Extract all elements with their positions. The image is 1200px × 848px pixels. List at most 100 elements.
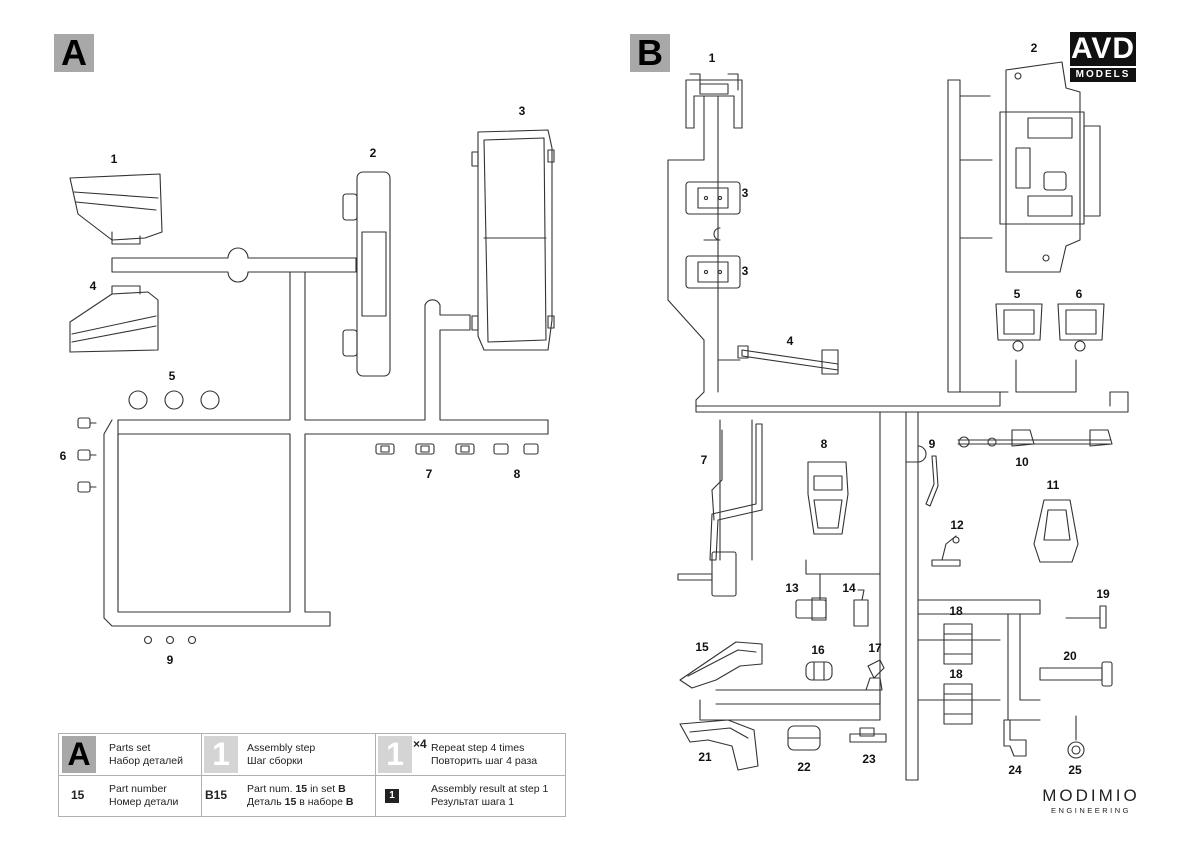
- legend-parts-set-symbol: A: [62, 736, 96, 773]
- part-b15-label: 15: [695, 640, 709, 654]
- part-b1-label: 1: [708, 51, 716, 65]
- part-b15: [679, 641, 763, 689]
- modimio-logo-text: MODIMIO: [1042, 786, 1140, 805]
- legend-result-symbol: 1: [385, 789, 399, 803]
- part-b6: [1057, 303, 1105, 352]
- modimio-logo: MODIMIO ENGINEERING: [1036, 786, 1146, 822]
- part-b23-label: 23: [862, 752, 876, 766]
- legend-parts-set-en: Parts set: [109, 742, 151, 754]
- sprue-a-frame: [103, 247, 549, 627]
- part-a4-label: 4: [89, 279, 97, 293]
- set-a-letter: A: [54, 34, 94, 72]
- set-b-letter: B: [630, 34, 670, 72]
- part-b3-lower-label: 3: [741, 264, 749, 278]
- legend-part-number-en: Part number: [109, 783, 167, 795]
- part-b24-label: 24: [1008, 763, 1022, 777]
- part-b12-label: 12: [950, 518, 964, 532]
- legend-assembly-step-en: Assembly step: [247, 742, 316, 754]
- part-b1: [685, 73, 743, 129]
- part-a3: [471, 129, 555, 351]
- part-b18-lower: [943, 683, 973, 725]
- part-b9: [925, 455, 939, 507]
- legend-parts-set-text: Parts set Набор деталей: [109, 742, 183, 783]
- part-b5-label: 5: [1013, 287, 1021, 301]
- part-b13: [795, 597, 827, 621]
- part-b7-label: 7: [700, 453, 708, 467]
- legend-part-number-text: Part number Номер детали: [109, 783, 178, 824]
- part-b2: [999, 61, 1101, 273]
- legend-result-en: Assembly result at step 1: [431, 783, 549, 795]
- part-b17: [865, 659, 885, 691]
- part-b21-label: 21: [698, 750, 712, 764]
- legend-part-number-symbol: 15: [71, 788, 85, 802]
- part-a6-label: 6: [59, 449, 67, 463]
- part-b20-label: 20: [1063, 649, 1077, 663]
- part-b7: [677, 423, 763, 597]
- part-a7: [375, 443, 475, 455]
- part-b10-label: 10: [1015, 455, 1029, 469]
- legend-part-in-set-text: Part num. 15 in set B Деталь 15 в наборе…: [247, 783, 353, 824]
- part-b25-label: 25: [1068, 763, 1082, 777]
- avd-logo-text: AVD: [1070, 32, 1136, 66]
- part-b3-lower: [685, 255, 741, 289]
- legend-repeat-en: Repeat step 4 times: [431, 742, 525, 754]
- legend-assembly-step-ru: Шаг сборки: [247, 755, 303, 767]
- legend-part-in-set-symbol: B15: [205, 788, 228, 802]
- part-b19-label: 19: [1096, 587, 1110, 601]
- part-a9: [143, 635, 197, 645]
- part-b2-label: 2: [1030, 41, 1038, 55]
- legend-result-text: Assembly result at step 1 Результат шага…: [431, 783, 548, 824]
- legend-assembly-step-text: Assembly step Шаг сборки: [247, 742, 315, 783]
- sprue-b-frame: [667, 79, 1129, 781]
- part-a8: [493, 443, 539, 455]
- part-b11: [1033, 499, 1079, 563]
- part-a9-label: 9: [166, 653, 174, 667]
- part-b18-lower-label: 18: [949, 667, 963, 681]
- legend-part-in-set-ru: Деталь 15 в наборе B: [247, 796, 354, 808]
- part-b22-label: 22: [797, 760, 811, 774]
- part-a4: [69, 285, 159, 353]
- part-b8-label: 8: [820, 437, 828, 451]
- part-a7-label: 7: [425, 467, 433, 481]
- part-b3-upper: [685, 181, 741, 215]
- legend-table: A Parts set Набор деталей 1 Assembly ste…: [58, 733, 566, 817]
- legend-repeat-text: Repeat step 4 times Повторить шаг 4 раза: [431, 742, 537, 783]
- legend-repeat-multiplier: ×4: [413, 737, 427, 751]
- legend-repeat-ru: Повторить шаг 4 раза: [431, 755, 538, 767]
- part-b18-upper: [943, 623, 973, 665]
- part-b25: [1067, 715, 1085, 759]
- part-a8-label: 8: [513, 467, 521, 481]
- part-a3-label: 3: [518, 104, 526, 118]
- avd-models-logo: AVD MODELS: [1068, 30, 1138, 86]
- part-b14-label: 14: [842, 581, 856, 595]
- legend-assembly-step-symbol: 1: [204, 736, 238, 773]
- part-b10: [957, 429, 1113, 448]
- part-b13-label: 13: [785, 581, 799, 595]
- part-b23: [849, 727, 887, 743]
- part-b24: [1003, 719, 1027, 757]
- legend-part-number-ru: Номер детали: [109, 796, 179, 808]
- part-b17-label: 17: [868, 641, 882, 655]
- part-b5: [995, 303, 1043, 352]
- part-b22: [787, 725, 821, 751]
- models-logo-text: MODELS: [1070, 68, 1136, 82]
- part-a2: [342, 171, 391, 377]
- part-b18-upper-label: 18: [949, 604, 963, 618]
- part-b14: [853, 589, 869, 627]
- part-b6-label: 6: [1075, 287, 1083, 301]
- part-b19: [1065, 605, 1107, 629]
- legend-result-ru: Результат шага 1: [431, 796, 515, 808]
- part-a6: [77, 417, 97, 493]
- part-b21: [679, 719, 759, 771]
- part-a5: [128, 390, 220, 410]
- part-b11-label: 11: [1046, 478, 1060, 492]
- part-b12: [931, 535, 961, 567]
- part-b8: [807, 461, 849, 535]
- part-b20: [1039, 661, 1113, 687]
- part-a1-label: 1: [110, 152, 118, 166]
- part-b16-label: 16: [811, 643, 825, 657]
- legend-parts-set-ru: Набор деталей: [109, 755, 184, 767]
- engineering-logo-text: ENGINEERING: [1050, 806, 1131, 815]
